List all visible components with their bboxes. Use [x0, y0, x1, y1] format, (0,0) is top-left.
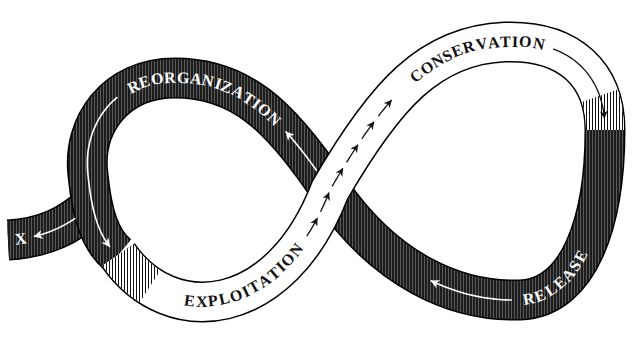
flow-arrow: [286, 132, 316, 170]
flow-arrow: [34, 219, 74, 237]
phase-label: CONSERVATION: [406, 31, 550, 86]
ribbon-twist: [118, 42, 605, 302]
label-letter: O: [518, 33, 532, 53]
flow-arrow: [431, 281, 511, 300]
label-letter: R: [164, 69, 176, 88]
phase-label: EXPLOITATION: [179, 239, 308, 313]
label-letter: O: [149, 69, 164, 89]
label-letter: G: [176, 69, 189, 88]
label-letter: A: [487, 33, 500, 53]
exit-label: X: [10, 228, 32, 250]
label-letter: T: [500, 33, 511, 52]
flow-arrow: [362, 122, 374, 138]
phase-label: RELEASE: [518, 246, 591, 310]
flow-arrow: [554, 49, 605, 118]
flow-arrow: [321, 193, 329, 211]
flow-arrow: [379, 100, 392, 115]
light-band-outline: [118, 42, 605, 302]
light-band: [118, 42, 605, 302]
label-letter: X: [14, 229, 28, 249]
label-letter: E: [183, 291, 196, 311]
flow-arrow: [332, 169, 342, 186]
label-letter: N: [531, 34, 546, 54]
flow-arrow: [87, 98, 117, 247]
label-letter: A: [189, 69, 203, 89]
ribbon-twist: [118, 42, 605, 302]
label-letter: X: [196, 293, 208, 311]
phase-label: REORGANIZATION: [123, 67, 285, 130]
label-letter: I: [512, 33, 519, 52]
flow-arrow: [347, 145, 358, 162]
flow-arrow: [307, 218, 317, 235]
